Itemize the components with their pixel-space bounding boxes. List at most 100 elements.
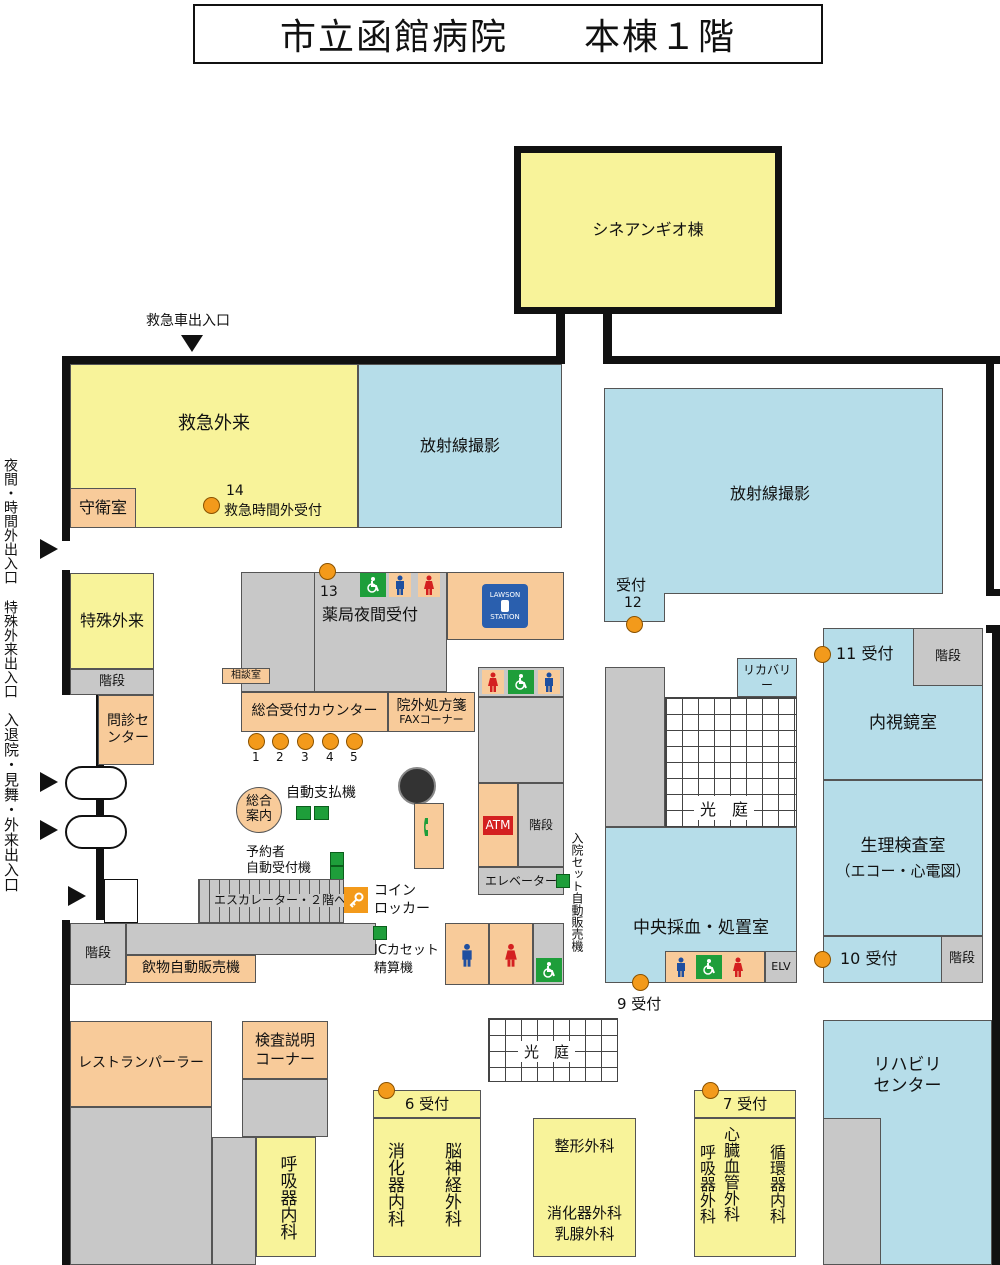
exam-explanation-corner: 検査説明 コーナー xyxy=(242,1021,328,1079)
reception-marker-10 xyxy=(814,951,831,968)
counter-marker xyxy=(272,733,289,750)
reception-marker-7 xyxy=(702,1082,719,1099)
special-entrance-label: 特殊外来出入口 xyxy=(2,600,18,698)
wall xyxy=(62,920,70,1265)
stairs-east-bottom: 階段 xyxy=(941,936,983,983)
reception-marker-14 xyxy=(203,497,220,514)
reception-marker-9 xyxy=(632,974,649,991)
stairs-east-top: 階段 xyxy=(913,628,983,686)
male-restroom-icon xyxy=(456,940,478,970)
special-outpatient: 特殊外来 xyxy=(70,573,154,669)
ambulance-entrance-arrow xyxy=(181,335,203,352)
respiratory-surgery-label: 呼吸器外科 xyxy=(697,1144,716,1224)
counter-marker xyxy=(346,733,363,750)
revolving-door xyxy=(65,766,127,800)
reception-13-number: 13 xyxy=(320,584,338,600)
cardiovascular-surgery-label: 心臓血管外科 xyxy=(721,1126,740,1222)
courtyard-south-label: 光 庭 xyxy=(518,1041,576,1062)
counter-number: 5 xyxy=(350,750,358,764)
central-gray-core xyxy=(478,697,564,783)
wall xyxy=(62,356,565,364)
reservation-machine xyxy=(330,866,344,880)
night-entrance-label: 夜間・時間外出入口 xyxy=(2,458,18,584)
reception-12-label: 受付 xyxy=(616,576,647,594)
reception-marker-6 xyxy=(378,1082,395,1099)
reception-14-number: 14 xyxy=(226,483,244,499)
fax-corner: 院外処方箋 FAXコーナー xyxy=(388,692,475,732)
counter-number: 2 xyxy=(276,750,284,764)
main-entrance-label: 入退院・見舞・外来出入口 xyxy=(2,712,20,892)
coffee-shop-logo xyxy=(398,767,436,805)
restroom-male xyxy=(445,923,489,985)
auto-pay-label: 自動支払機 xyxy=(286,785,356,801)
cardiology-block xyxy=(694,1118,796,1257)
gray-column xyxy=(605,667,665,827)
wall xyxy=(62,356,70,541)
ic-settlement-label-2: 精算機 xyxy=(374,961,414,976)
gray-southwest xyxy=(70,1107,212,1265)
wall xyxy=(986,356,994,596)
gray-rehab xyxy=(823,1118,881,1265)
elv: ELV xyxy=(765,951,797,983)
title-box: 市立函館病院 本棟１階 xyxy=(193,4,823,64)
male-restroom-icon xyxy=(389,573,411,597)
drink-vending: 飲物自動販売機 xyxy=(126,955,256,983)
wall xyxy=(603,356,1000,364)
coin-locker-label-2: ロッカー xyxy=(374,901,430,917)
counter-marker xyxy=(297,733,314,750)
page-title: 市立函館病院 本棟１階 xyxy=(279,17,736,58)
recovery: リカバリー xyxy=(737,658,797,697)
orthopedics: 整形外科 消化器外科 乳腺外科 xyxy=(533,1118,636,1257)
gastroenterology-label: 消化器内科 xyxy=(384,1142,404,1227)
cineangio-building: シネアンギオ棟 xyxy=(514,146,782,314)
reception-11-label: 11 受付 xyxy=(836,644,894,663)
wall xyxy=(96,695,104,920)
auto-pay-machine xyxy=(314,806,329,820)
reservation-machine xyxy=(330,852,344,866)
ic-settlement-label-1: ICカセット xyxy=(374,943,439,958)
male-restroom-icon xyxy=(670,955,692,979)
wall xyxy=(986,589,1000,596)
counter-marker xyxy=(322,733,339,750)
gray-exam xyxy=(242,1079,328,1137)
ic-settlement-machine xyxy=(373,926,387,940)
wheelchair-icon xyxy=(696,955,722,979)
male-restroom-icon xyxy=(538,670,560,694)
counter-number: 3 xyxy=(301,750,309,764)
interview-center: 問診センター xyxy=(98,695,154,765)
main-entrance-arrow xyxy=(40,820,58,840)
courtyard-label: 光 庭 xyxy=(694,796,755,820)
counter-number: 4 xyxy=(326,750,334,764)
radiology-east: 放射線撮影 受付 12 xyxy=(604,388,943,622)
atm-sign: ATM xyxy=(482,815,514,835)
female-restroom-icon xyxy=(482,670,504,694)
stairs-west: 階段 xyxy=(70,669,154,695)
neurosurgery-label: 脳神経外科 xyxy=(441,1142,461,1227)
wall xyxy=(556,306,565,364)
general-reception-counter: 総合受付カウンター xyxy=(241,692,388,732)
radiology-east-label: 放射線撮影 xyxy=(730,484,811,503)
escalator-label: エスカレーター・２階へ xyxy=(212,893,349,908)
wall xyxy=(992,625,1000,1265)
elevator: エレベーター xyxy=(478,867,564,895)
reception-12-number: 12 xyxy=(624,595,642,611)
counter-number: 1 xyxy=(252,750,260,764)
reception-marker-11 xyxy=(814,646,831,663)
ambulance-entrance-label: 救急車出入口 xyxy=(146,313,230,329)
consultation-room: 相談室 xyxy=(222,668,270,684)
main-entrance-arrow xyxy=(68,886,86,906)
atm-area: ATM xyxy=(478,783,518,867)
set-vending-label: 入院セット自動販売機 xyxy=(570,832,584,952)
reservation-machine-label-2: 自動受付機 xyxy=(246,861,312,876)
guard-room: 守衛室 xyxy=(70,488,136,528)
wheelchair-icon xyxy=(360,573,386,597)
wall xyxy=(62,570,70,695)
lawson-logo: LAWSON STATION xyxy=(482,584,528,628)
auto-pay-machine xyxy=(296,806,311,820)
counter-marker xyxy=(248,733,265,750)
wall xyxy=(603,306,612,364)
radiology-west: 放射線撮影 xyxy=(358,364,562,528)
circulatory-medicine-label: 循環器内科 xyxy=(767,1144,786,1224)
night-entrance-arrow xyxy=(40,539,58,559)
respiratory-medicine: 呼吸器内科 xyxy=(256,1137,316,1257)
